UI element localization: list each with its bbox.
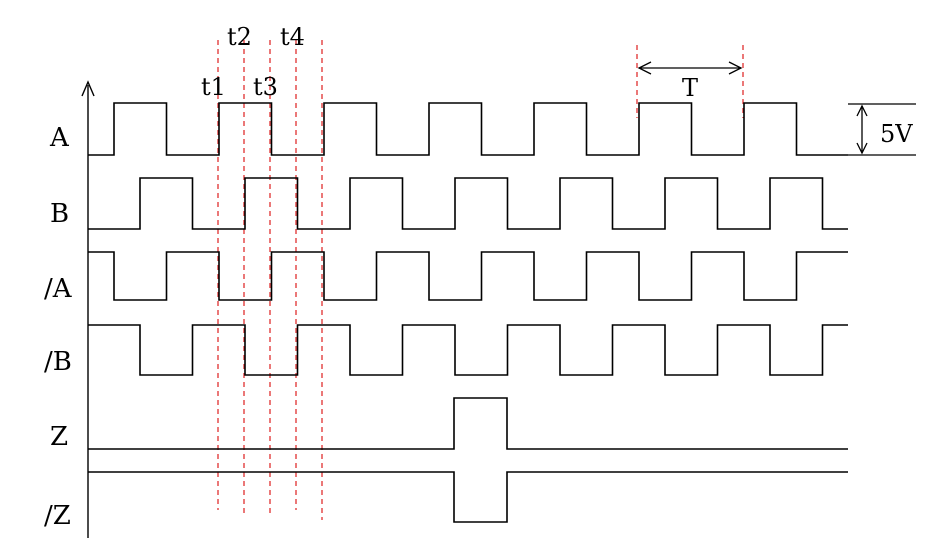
marker-label-t1: t1: [201, 73, 226, 101]
period-arrow-left-icon: [637, 61, 652, 75]
signal-label-b: B: [50, 199, 69, 229]
waveform-z: [88, 397, 848, 450]
period-label: T: [682, 74, 698, 102]
signal-label-a: A: [49, 123, 70, 153]
period-dimension: T: [637, 61, 743, 102]
time-marker-labels: t1 t2 t3 t4: [201, 23, 305, 101]
amplitude-arrow-up-icon: [856, 104, 868, 117]
amplitude-dimension: 5V: [848, 103, 916, 156]
waveform-b: [88, 177, 848, 230]
amplitude-arrow-down-icon: [856, 142, 868, 155]
signal-label-not-b: /B: [44, 347, 72, 377]
marker-label-t4: t4: [280, 23, 305, 51]
waveform-not-b: [88, 324, 848, 376]
waveform-not-z: [88, 471, 848, 523]
marker-label-t2: t2: [227, 23, 252, 51]
signal-label-not-z: /Z: [44, 501, 71, 531]
vertical-axis: [81, 80, 95, 538]
signal-label-not-a: /A: [44, 274, 73, 304]
waveform-not-a: [88, 251, 848, 301]
marker-label-t3: t3: [253, 73, 278, 101]
waveform-a: [88, 102, 848, 156]
signal-labels: A B /A /B Z /Z: [44, 123, 73, 531]
signal-label-z: Z: [50, 422, 68, 452]
waveforms: [88, 102, 848, 523]
guide-lines: [217, 40, 744, 520]
amplitude-label: 5V: [880, 120, 913, 148]
period-arrow-right-icon: [728, 61, 743, 75]
